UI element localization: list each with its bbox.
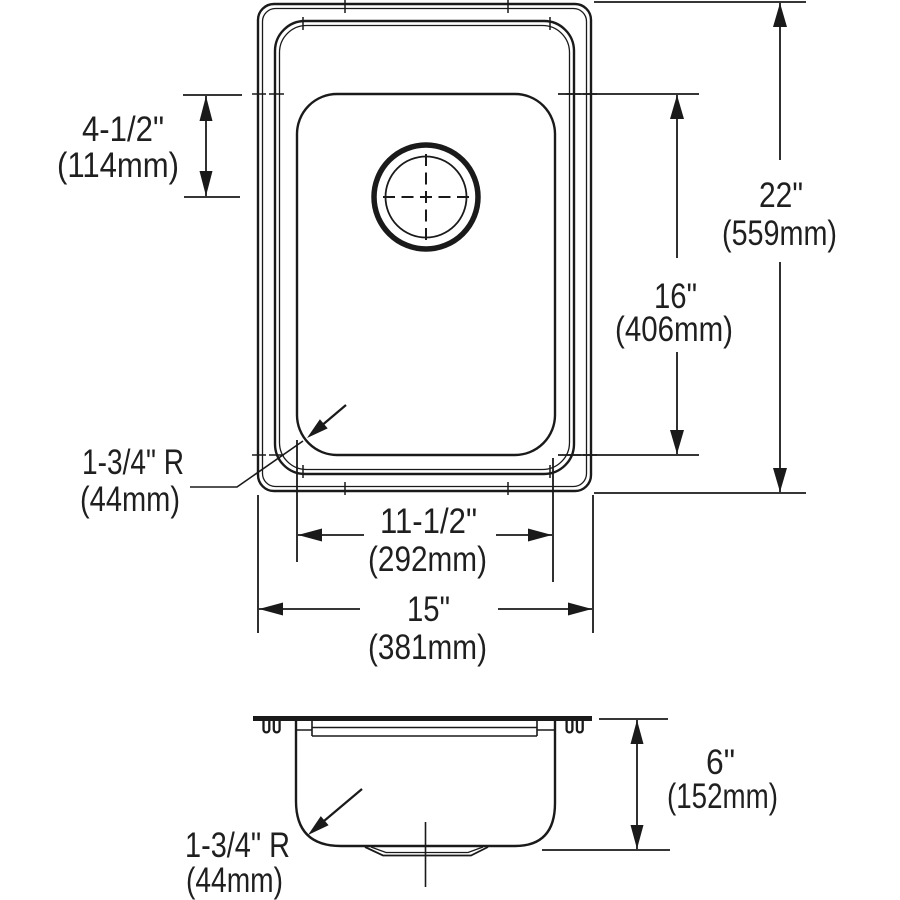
callout-bowl-radius-side-view: 1-3/4" R (44mm): [185, 788, 363, 900]
arrowhead-down: [670, 430, 684, 454]
extension-lines: [594, 1, 806, 494]
extension-lines: [542, 718, 670, 851]
dim-bowl-radius-inches-label: 1-3/4" R: [82, 443, 184, 482]
top-view-inner-rim-inner-line: [278, 24, 571, 471]
arrowhead-down: [199, 171, 213, 196]
extension-lines: [296, 440, 554, 582]
extension-lines: [257, 495, 594, 633]
dim-overall-depth-inches-label: 22": [759, 176, 803, 215]
top-view-outer-rim-inner-line: [261, 7, 588, 488]
arrowhead-down: [773, 468, 787, 492]
dim-side-radius-inches-label: 1-3/4" R: [185, 826, 290, 865]
radius-arrowhead: [308, 816, 329, 835]
radius-arrowhead: [307, 419, 328, 438]
dim-bowl-width-metric-label: (292mm): [368, 540, 487, 579]
side-bowl-profile: [294, 721, 557, 848]
far-rim-edge-strip: [295, 721, 555, 737]
arrowhead-left: [259, 602, 283, 616]
dim-side-bowl-height-inches-label: 6": [706, 743, 735, 782]
arrowhead-up: [773, 3, 787, 27]
side-view: [253, 716, 592, 887]
top-view-outer-rim: [256, 2, 593, 493]
drain-outlet-profile: [364, 846, 489, 857]
leader-line: [190, 440, 304, 488]
radius-arrow-shaft: [323, 788, 363, 822]
callout-bowl-radius-top-view: 1-3/4" R (44mm): [80, 404, 347, 519]
arrowhead-right: [568, 602, 592, 616]
dim-side-radius-metric-label: (44mm): [186, 861, 283, 900]
mounting-clip-right: [565, 721, 584, 734]
arrowhead-down: [630, 825, 644, 849]
extension-lines: [558, 93, 699, 456]
drain-outer-ring: [371, 142, 481, 252]
arrowhead-left: [298, 528, 322, 542]
dim-bowl-back-offset: 4-1/2" (114mm): [57, 94, 242, 198]
dim-bowl-depth-inches-label: 16": [654, 277, 697, 316]
dim-side-bowl-height-metric-label: (152mm): [667, 777, 778, 816]
dim-overall-width: 15" (381mm): [257, 495, 594, 667]
dim-overall-depth: 22" (559mm): [594, 1, 837, 494]
dim-bowl-depth: 16" (406mm): [558, 93, 733, 456]
dim-overall-width-inches-label: 15": [407, 590, 450, 629]
dim-bowl-width-inches-label: 11-1/2": [380, 502, 477, 541]
bowl-outline: [295, 92, 557, 457]
radius-arrow-shaft: [319, 404, 347, 428]
arrowhead-up: [670, 95, 684, 119]
top-view-inner-rim: [273, 19, 576, 476]
dim-bowl-width: 11-1/2" (292mm): [296, 440, 554, 582]
drain-centerline-crosshair: [383, 154, 469, 240]
mounting-clip-left: [262, 721, 281, 734]
extension-lines: [183, 94, 242, 198]
arrowhead-right: [528, 528, 552, 542]
arrowhead-up: [630, 720, 644, 744]
dim-side-bowl-height: 6" (152mm): [542, 718, 778, 851]
dim-bowl-depth-metric-label: (406mm): [615, 310, 733, 349]
dim-overall-depth-metric-label: (559mm): [722, 214, 837, 253]
dim-bowl-back-offset-inches-label: 4-1/2": [82, 110, 164, 149]
dim-bowl-radius-metric-label: (44mm): [80, 480, 180, 519]
dim-bowl-back-offset-metric-label: (114mm): [57, 146, 179, 185]
arrowhead-up: [199, 96, 213, 121]
dim-overall-width-metric-label: (381mm): [368, 628, 487, 667]
drain-outlet-inner-line: [370, 846, 484, 854]
top-view: [252, 0, 597, 495]
